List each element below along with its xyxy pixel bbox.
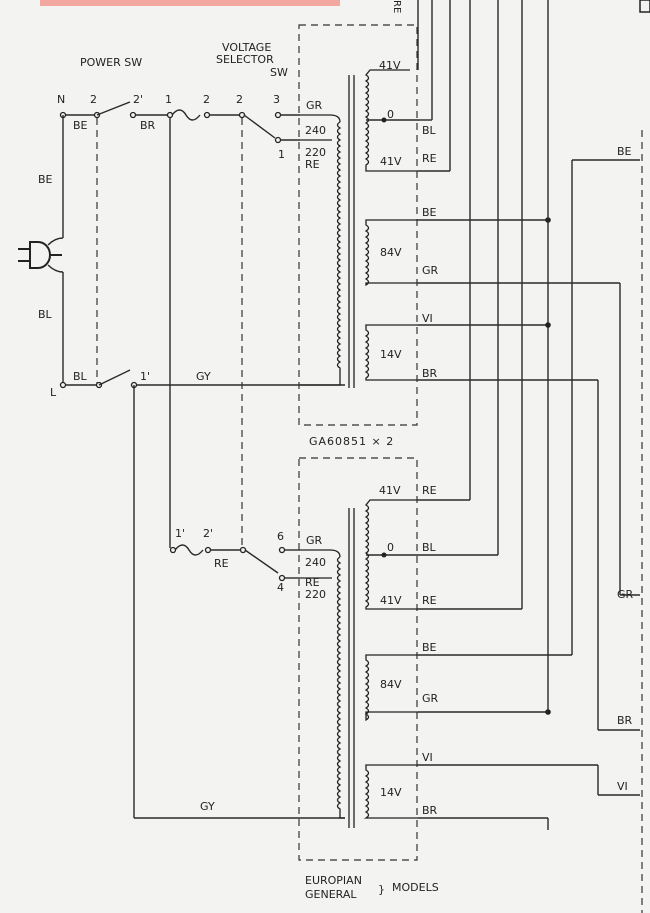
lower-wire-re-a: RE bbox=[422, 484, 437, 497]
upper-primary-240: 240 bbox=[305, 124, 326, 137]
selector-term-3: 3 bbox=[273, 93, 280, 106]
top-colour-strip bbox=[40, 0, 340, 6]
top-wire-label: RE bbox=[391, 0, 402, 13]
lower-sec-41v-b: 41V bbox=[380, 594, 402, 607]
lower-sec-41v-a: 41V bbox=[379, 484, 401, 497]
lower-voltage-selector bbox=[169, 544, 300, 582]
lower-primary-220: 220 bbox=[305, 588, 326, 601]
right-label-gr: GR bbox=[617, 588, 634, 601]
upper-transformer-part-number: GA60851 × 2 bbox=[309, 435, 394, 448]
upper-wire-gr: GR bbox=[422, 264, 439, 277]
power-switch-term-1p: 1' bbox=[140, 370, 150, 383]
neutral-label: N bbox=[57, 93, 65, 106]
selector-term-2b: 2 bbox=[236, 93, 243, 106]
mains-label-bl: BL bbox=[38, 308, 53, 321]
lower-sec-84v: 84V bbox=[380, 678, 402, 691]
live-label: L bbox=[50, 386, 57, 399]
selector-term-1-upper: 1 bbox=[278, 148, 285, 161]
right-label-be: BE bbox=[617, 145, 632, 158]
upper-sec-84v: 84V bbox=[380, 246, 402, 259]
lower-primary-240: 240 bbox=[305, 556, 326, 569]
models-suffix: MODELS bbox=[392, 881, 439, 894]
right-label-vi: VI bbox=[617, 780, 628, 793]
lower-sec-14v: 14V bbox=[380, 786, 402, 799]
power-switch-upper-pole bbox=[59, 101, 300, 144]
lower-selector-term-2p: 2' bbox=[203, 527, 213, 540]
mains-label-be: BE bbox=[38, 173, 53, 186]
voltage-selector-title-1: VOLTAGE bbox=[222, 41, 271, 54]
lower-selector-term-6: 6 bbox=[277, 530, 284, 543]
wire-label-gy-lower: GY bbox=[200, 800, 215, 813]
lower-sec-0: 0 bbox=[387, 541, 394, 554]
selector-term-1: 1 bbox=[165, 93, 172, 106]
top-right-frame bbox=[639, 0, 650, 13]
lower-wire-be: BE bbox=[422, 641, 437, 654]
power-switch-title: POWER SW bbox=[80, 56, 142, 69]
upper-primary-220: 220 bbox=[305, 146, 326, 159]
upper-sec-41v-a: 41V bbox=[379, 59, 401, 72]
upper-sec-0: 0 bbox=[387, 108, 394, 121]
wire-label-re-lower: RE bbox=[214, 557, 229, 570]
wire-harness bbox=[417, 0, 640, 830]
upper-sec-14v: 14V bbox=[380, 348, 402, 361]
voltage-selector-title-3: SW bbox=[270, 66, 288, 79]
upper-wire-vi: VI bbox=[422, 312, 433, 325]
lower-wire-re-b: RE bbox=[422, 594, 437, 607]
power-switch-term-2: 2 bbox=[90, 93, 97, 106]
upper-wire-be: BE bbox=[422, 206, 437, 219]
models-line-2: GENERAL bbox=[305, 888, 357, 901]
upper-transformer bbox=[298, 24, 420, 426]
lower-wire-bl: BL bbox=[422, 541, 437, 554]
lower-wire-vi: VI bbox=[422, 751, 433, 764]
lower-primary-re: RE bbox=[305, 576, 320, 589]
wire-label-be: BE bbox=[73, 119, 88, 132]
upper-wire-re: RE bbox=[422, 152, 437, 165]
upper-wire-br: BR bbox=[422, 367, 438, 380]
right-label-br: BR bbox=[617, 714, 633, 727]
wire-label-gy-upper: GY bbox=[196, 370, 211, 383]
power-switch-term-2p: 2' bbox=[133, 93, 143, 106]
lower-wire-gr: GR bbox=[422, 692, 439, 705]
upper-primary-re: RE bbox=[305, 158, 320, 171]
mains-plug-icon bbox=[18, 241, 62, 269]
wire-label-br: BR bbox=[140, 119, 156, 132]
upper-primary-gr: GR bbox=[306, 99, 323, 112]
wire-label-bl: BL bbox=[73, 370, 88, 383]
selector-term-2a: 2 bbox=[203, 93, 210, 106]
lower-primary-gr: GR bbox=[306, 534, 323, 547]
models-brace: } bbox=[378, 883, 385, 896]
models-line-1: EUROPIAN bbox=[305, 874, 362, 887]
lower-selector-term-4: 4 bbox=[277, 581, 284, 594]
lower-wire-br: BR bbox=[422, 804, 438, 817]
power-switch-lower-pole bbox=[59, 369, 345, 819]
lower-selector-term-1p: 1' bbox=[175, 527, 185, 540]
upper-sec-41v-b: 41V bbox=[380, 155, 402, 168]
upper-wire-bl: BL bbox=[422, 124, 437, 137]
voltage-selector-title-2: SELECTOR bbox=[216, 53, 274, 66]
lower-transformer bbox=[298, 457, 420, 861]
